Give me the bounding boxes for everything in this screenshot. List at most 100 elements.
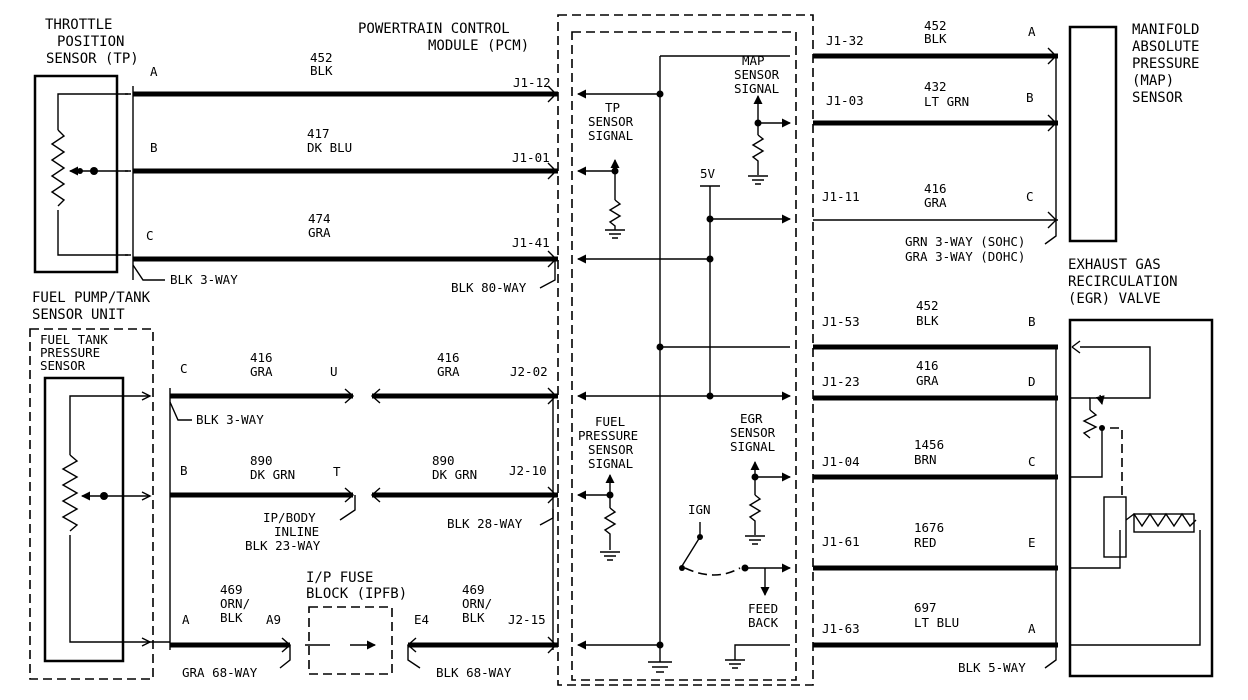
fuel-tank-sensor-box [43,376,125,663]
fuel-signal-label-2: PRESSURE [578,428,638,443]
map-pin-a: A [1028,24,1036,39]
fuel-tank-sensor-title-2: PRESSURE [40,345,100,360]
fuel-signal-label-1: FUEL [595,414,625,429]
map-sensor-title-5: SENSOR [1132,90,1183,106]
fuel-wire-a-color-2a: ORN/ [462,596,492,611]
egr-wire-e-circuit: 1676 [914,520,944,535]
egr-pin-d: D [1028,374,1036,389]
tp-pin-a: A [150,64,158,79]
map-signal-label-3: SIGNAL [734,81,779,96]
map-sensor-title-4: (MAP) [1132,73,1174,89]
map-wire-c-color: GRA [924,195,947,210]
fuel-pump-unit-box [29,328,154,680]
pcm-title-2: MODULE (PCM) [428,38,529,54]
egr-title-3: (EGR) VALVE [1068,291,1161,307]
fuel-wire-a-color-1: ORN/ [220,596,250,611]
tp-wire-c-circuit: 474 [308,211,331,226]
egr-pin-e: E [1028,535,1036,550]
fuel-wire-a-color-2: BLK [220,610,243,625]
ipfb-out-connector-label: BLK 68-WAY [436,665,512,680]
five-v-label: 5V [700,166,716,181]
fuel-wire-c-circuit-2: 416 [437,350,460,365]
map-signal-label-1: MAP [742,53,765,68]
tp-potentiometer [50,93,131,256]
pcm-j1-connector-label: BLK 80-WAY [451,280,527,295]
fuel-wires [150,387,558,669]
ipfb-in-connector-label: GRA 68-WAY [182,665,258,680]
tp-wire-b-pcm-pin: J1-01 [512,150,550,165]
fuel-pin-c: C [180,361,188,376]
egr-signal-label-3: SIGNAL [730,439,775,454]
map-wire-a-circuit: 452 [924,18,947,33]
fuel-wire-c-color-2: GRA [437,364,460,379]
tp-pin-c: C [146,228,154,243]
fuel-wire-c-circuit: 416 [250,350,273,365]
fuel-inline-pin-u: U [330,364,338,379]
map-wire-b-circuit: 432 [924,79,947,94]
egr-wire-d-pcm-pin: J1-23 [822,374,860,389]
tp-wire-c-color: GRA [308,225,331,240]
pcm-internal-circuits [577,55,791,673]
tp-wire-b-circuit: 417 [307,126,330,141]
fuel-wire-b-circuit-2: 890 [432,453,455,468]
egr-wire-d-color: GRA [916,373,939,388]
tp-signal-label-2: SENSOR [588,114,634,129]
tp-wires [132,85,558,289]
egr-connector-label: BLK 5-WAY [958,660,1026,675]
map-sensor-title-1: MANIFOLD [1132,22,1199,38]
tp-wire-a-color: BLK [310,63,333,78]
fuel-pin-a: A [182,612,190,627]
egr-wire-c-circuit: 1456 [914,437,944,452]
map-signal-label-2: SENSOR [734,67,780,82]
egr-pin-c: C [1028,454,1036,469]
egr-pin-a: A [1028,621,1036,636]
map-pin-b: B [1026,90,1034,105]
fuel-wire-b-color: DK GRN [250,467,295,482]
tp-signal-label-3: SIGNAL [588,128,633,143]
fuel-tank-sensor-title-3: SENSOR [40,358,86,373]
tp-sensor-box [33,74,119,274]
egr-wire-b-pcm-pin: J1-53 [822,314,860,329]
map-wire-a-color: BLK [924,31,947,46]
fuel-tank-sensor-title-1: FUEL TANK [40,332,108,347]
egr-wire-a-pcm-pin: J1-63 [822,621,860,636]
fuel-wire-a-color-2b: BLK [462,610,485,625]
ipfb-title-1: I/P FUSE [306,570,373,586]
tp-sensor-title-2: POSITION [57,34,124,50]
map-wire-b-pcm-pin: J1-03 [826,93,864,108]
fuel-wire-b-circuit: 890 [250,453,273,468]
fuel-inline-pin-t: T [333,464,341,479]
egr-title-2: RECIRCULATION [1068,274,1178,290]
ign-label: IGN [688,502,711,517]
inline-connector-3: BLK 23-WAY [245,538,321,553]
egr-signal-label-2: SENSOR [730,425,776,440]
map-wires [813,47,1058,245]
map-sensor-title-2: ABSOLUTE [1132,39,1199,55]
egr-valve-box [1068,318,1214,678]
fuse-pin-a9: A9 [266,612,281,627]
egr-wire-e-color: RED [914,535,937,550]
fuel-wire-a-circuit-2: 469 [462,582,485,597]
map-sensor-title-3: PRESSURE [1132,56,1199,72]
feedback-label-1: FEED [748,601,778,616]
tp-wire-a-pcm-pin: J1-12 [513,75,551,90]
ipfb-title-2: BLOCK (IPFB) [306,586,407,602]
fuel-signal-label-3: SENSOR [588,442,634,457]
fuel-wire-c-pcm-pin: J2-02 [510,364,548,379]
map-pin-c: C [1026,189,1034,204]
fuel-tank-potentiometer [61,391,152,647]
pcm-inner-box [571,31,797,681]
egr-signal-label-1: EGR [740,411,763,426]
fuel-signal-label-4: SIGNAL [588,456,633,471]
egr-wire-d-circuit: 416 [916,358,939,373]
map-wire-b-color: LT GRN [924,94,969,109]
egr-wire-c-color: BRN [914,452,937,467]
tp-wire-c-pcm-pin: J1-41 [512,235,550,250]
fuel-wire-a-pcm-pin: J2-15 [508,612,546,627]
inline-connector-1: IP/BODY [263,510,316,525]
fuel-wire-b-color-2: DK GRN [432,467,477,482]
egr-wire-c-pcm-pin: J1-04 [822,454,860,469]
egr-title-1: EXHAUST GAS [1068,257,1161,273]
fuel-wire-c-color: GRA [250,364,273,379]
